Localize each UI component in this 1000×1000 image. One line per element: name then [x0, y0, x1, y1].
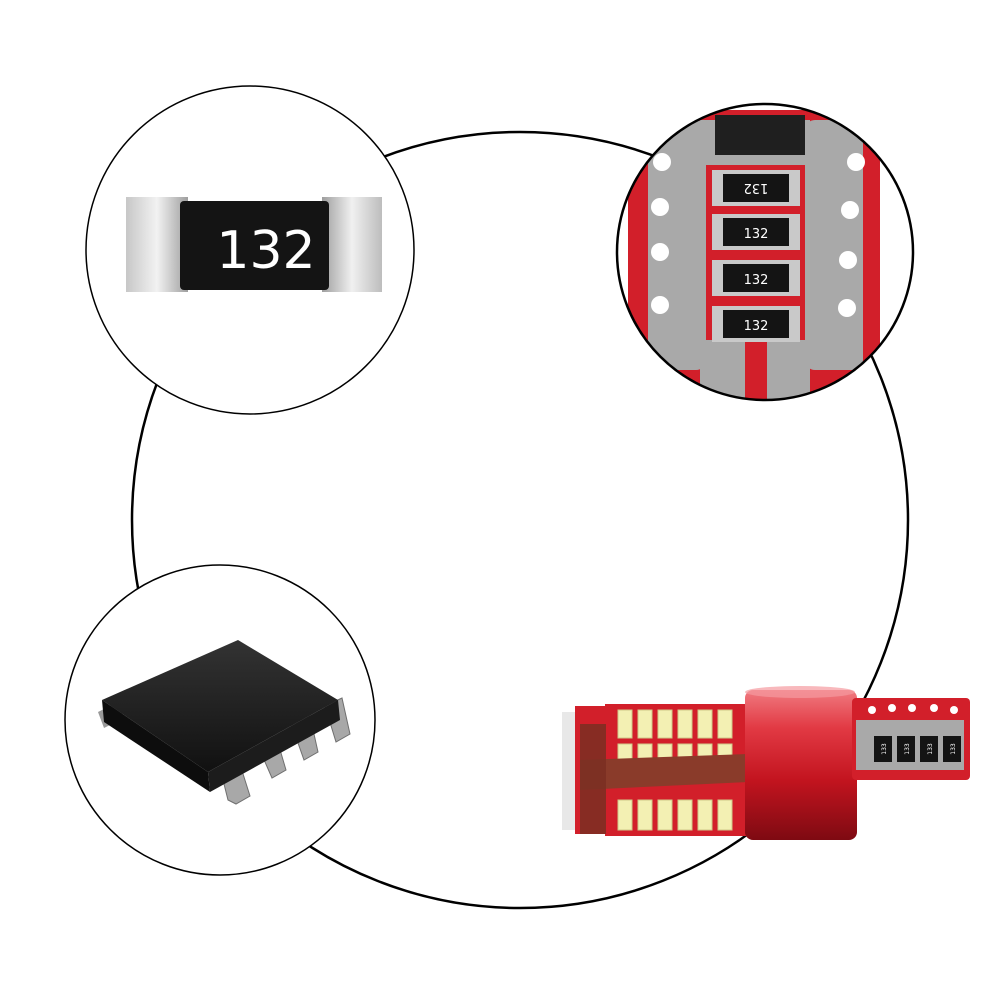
bulb-resistor-code: 133	[927, 743, 934, 755]
resistor-body	[180, 201, 329, 290]
pcb-resistor-row-1: 132	[712, 170, 800, 206]
pcb-resistor-code: 132	[744, 227, 769, 242]
pcb-resistor-row-4: 132	[712, 306, 800, 342]
resistor-code-label: 132	[216, 221, 315, 281]
pcb-closeup-zoom: 132 132 132 132	[615, 102, 915, 402]
resistor-left-terminal	[126, 197, 188, 292]
connecting-ring	[130, 130, 910, 910]
led-bulb-product: 133 133 133 133	[562, 686, 970, 840]
bulb-resistor-row: 133 133 133 133	[874, 736, 961, 762]
pcb-resistor-code: 132	[744, 180, 769, 195]
pcb-resistor-row-3: 132	[712, 260, 800, 296]
bulb-resistor-code: 133	[881, 743, 888, 755]
bulb-resistor-code: 133	[904, 743, 911, 755]
ic-body	[102, 640, 338, 772]
pcb-resistor-code: 132	[744, 273, 769, 288]
red-sleeve	[745, 690, 857, 840]
bulb-resistor-code: 133	[950, 743, 957, 755]
pcb-resistor-code: 132	[744, 319, 769, 334]
pcb-resistor-row-2: 132	[712, 214, 800, 250]
smd-resistor-zoom: 132	[85, 85, 415, 415]
resistor-right-terminal	[322, 197, 382, 292]
soic-ic-zoom	[64, 564, 376, 876]
